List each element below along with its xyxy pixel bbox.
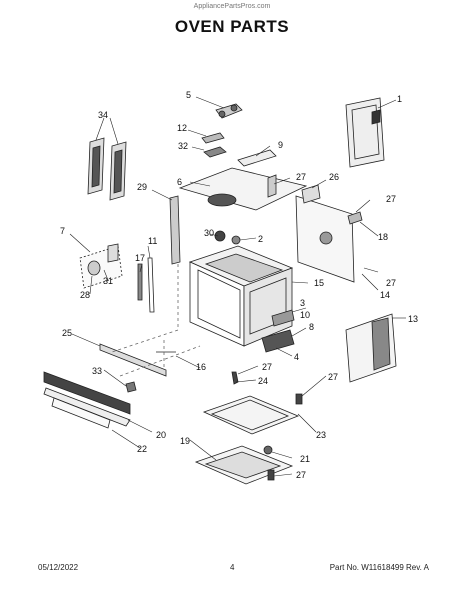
callout-8[interactable]: 8 xyxy=(309,322,314,332)
callout-33[interactable]: 33 xyxy=(92,366,102,376)
callout-20[interactable]: 20 xyxy=(156,430,166,440)
callout-16[interactable]: 16 xyxy=(196,362,206,372)
footer-part-number: Part No. W11618499 Rev. A xyxy=(329,563,429,572)
callout-5[interactable]: 5 xyxy=(186,90,191,100)
callout-4[interactable]: 4 xyxy=(294,352,299,362)
callout-11[interactable]: 11 xyxy=(148,236,157,246)
callout-27-lower[interactable]: 27 xyxy=(328,372,338,382)
footer-date: 05/12/2022 xyxy=(38,563,79,572)
callout-3[interactable]: 3 xyxy=(300,298,305,308)
callout-13[interactable]: 13 xyxy=(408,314,418,324)
callout-7[interactable]: 7 xyxy=(60,226,65,236)
rack-frame[interactable] xyxy=(202,395,300,435)
screw[interactable] xyxy=(267,469,275,481)
top-bracket[interactable] xyxy=(237,149,277,167)
callout-2[interactable]: 2 xyxy=(258,234,263,244)
callout-23[interactable]: 23 xyxy=(316,430,326,440)
callout-labels: 1 2 3 4 5 6 7 8 9 10 11 12 13 14 15 16 1… xyxy=(60,90,418,480)
callout-10[interactable]: 10 xyxy=(300,310,310,320)
callout-17[interactable]: 17 xyxy=(135,253,145,263)
callout-15[interactable]: 15 xyxy=(314,278,324,288)
side-panel[interactable] xyxy=(345,313,397,383)
callout-leaders xyxy=(69,96,406,477)
oven-cavity[interactable] xyxy=(188,245,294,347)
callout-22[interactable]: 22 xyxy=(137,444,147,454)
callout-26[interactable]: 26 xyxy=(329,172,339,182)
callout-27-bottom[interactable]: 27 xyxy=(296,470,306,480)
callout-27-right[interactable]: 27 xyxy=(386,194,396,204)
page-title: OVEN PARTS xyxy=(174,17,290,36)
callout-21[interactable]: 21 xyxy=(300,454,310,464)
convection-fan[interactable] xyxy=(214,230,241,245)
cavity-gasket[interactable] xyxy=(147,257,155,313)
callout-24[interactable]: 24 xyxy=(258,376,268,386)
lower-vent-trim[interactable] xyxy=(43,343,167,429)
callout-30[interactable]: 30 xyxy=(204,228,214,238)
callout-31[interactable]: 31 xyxy=(103,276,113,286)
callout-14[interactable]: 14 xyxy=(380,290,390,300)
callout-32[interactable]: 32 xyxy=(178,141,188,151)
side-trim-pair[interactable] xyxy=(87,137,127,201)
bottom-tray[interactable] xyxy=(194,445,294,485)
control-box[interactable] xyxy=(261,309,295,353)
callout-27-mid[interactable]: 27 xyxy=(262,362,272,372)
callout-28[interactable]: 28 xyxy=(80,290,90,300)
screw[interactable] xyxy=(231,371,239,385)
callout-34[interactable]: 34 xyxy=(98,110,108,120)
site-watermark: AppliancePartsPros.com xyxy=(193,3,271,10)
callout-19[interactable]: 19 xyxy=(180,436,190,446)
callout-18[interactable]: 18 xyxy=(378,232,388,242)
callout-27-top[interactable]: 27 xyxy=(296,172,306,182)
top-sensor-assembly[interactable] xyxy=(201,103,243,158)
sensor-probe[interactable] xyxy=(137,263,143,301)
callout-6[interactable]: 6 xyxy=(177,177,182,187)
callout-12[interactable]: 12 xyxy=(177,123,187,133)
footer-page-number: 4 xyxy=(230,563,235,572)
side-rod[interactable] xyxy=(169,195,181,265)
light-assembly[interactable] xyxy=(79,243,123,289)
back-wall-panel[interactable] xyxy=(295,184,363,283)
screw[interactable] xyxy=(295,393,303,405)
callout-29[interactable]: 29 xyxy=(137,182,147,192)
assembly-guide-lines xyxy=(111,264,201,377)
callout-1[interactable]: 1 xyxy=(397,94,402,104)
callout-9[interactable]: 9 xyxy=(278,140,283,150)
rear-cover-panel[interactable] xyxy=(345,97,385,168)
callout-27-back[interactable]: 27 xyxy=(386,278,396,288)
oven-top-panel[interactable] xyxy=(178,167,308,211)
callout-25[interactable]: 25 xyxy=(62,328,72,338)
